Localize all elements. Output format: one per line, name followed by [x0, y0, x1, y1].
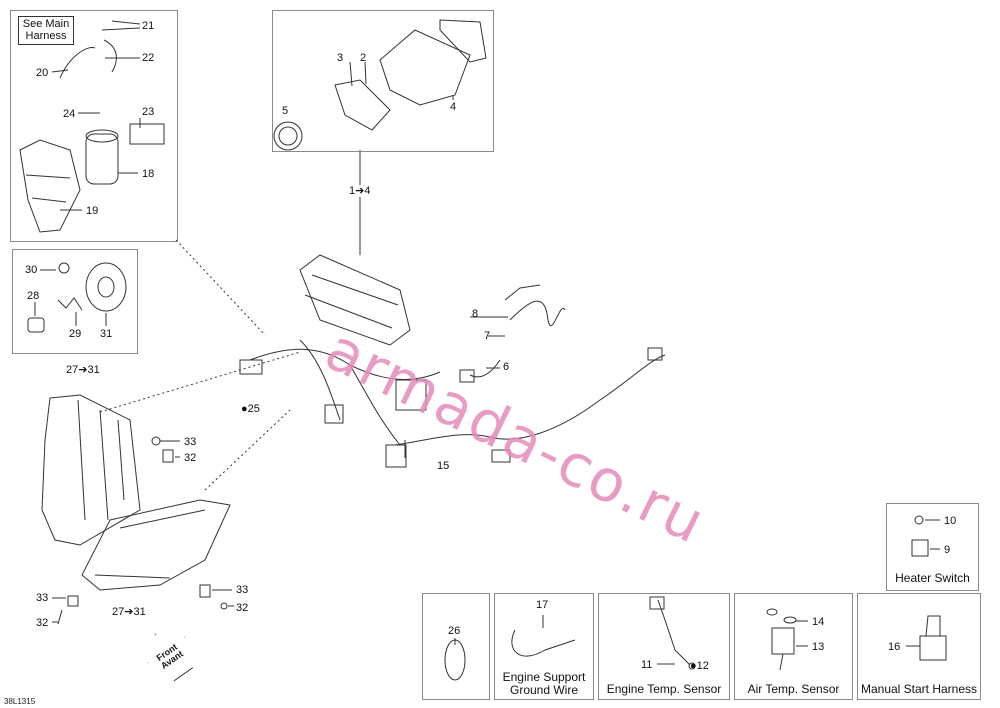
callout-26: 26 [448, 625, 461, 637]
see-main-harness-note: See Main Harness [18, 16, 74, 45]
callout-11: 11 [641, 659, 653, 671]
manual-start-caption: Manual Start Harness [860, 682, 978, 696]
callout-31: 31 [100, 328, 113, 340]
document-code: 38L1315 [4, 697, 36, 706]
callout-12-number: 12 [696, 660, 709, 672]
callout-27-31-bottom: 27➔31 [112, 606, 146, 618]
callout-7: 7 [484, 330, 491, 342]
callout-12: ●12 [690, 660, 709, 672]
callout-3: 3 [337, 52, 344, 64]
callout-25: ●25 [241, 403, 260, 415]
callout-18: 18 [142, 168, 155, 180]
bottom-box-engine-temp [598, 593, 730, 700]
callout-6: 6 [503, 361, 510, 373]
callout-33-c: 33 [36, 592, 49, 604]
callout-17: 17 [536, 599, 549, 611]
air-temp-caption: Air Temp. Sensor [747, 682, 840, 696]
callout-32-c: 32 [36, 617, 49, 629]
gauge-box [272, 10, 494, 152]
callout-33-a: 33 [184, 436, 197, 448]
top-left-box [10, 10, 178, 242]
heater-switch-caption: Heater Switch [895, 571, 970, 585]
callout-28: 28 [27, 290, 40, 302]
callout-25-number: 25 [247, 403, 260, 415]
engine-temp-caption: Engine Temp. Sensor [606, 682, 722, 696]
callout-23: 23 [142, 106, 155, 118]
heater-switch-box [886, 503, 979, 591]
callout-20: 20 [36, 67, 49, 79]
bottom-box-26 [422, 593, 490, 700]
callout-5: 5 [282, 105, 289, 117]
callout-9: 9 [944, 544, 951, 556]
callout-27-31-top: 27➔31 [66, 364, 100, 376]
drop-icon: ● [690, 660, 697, 672]
callout-8: 8 [472, 308, 479, 320]
callout-29: 29 [69, 328, 82, 340]
callout-1-4: 1➔4 [349, 185, 371, 197]
callout-16: 16 [888, 641, 901, 653]
drop-icon: ● [241, 403, 248, 415]
ground-wire-caption-line2: Ground Wire [509, 683, 579, 697]
callout-13: 13 [812, 641, 825, 653]
callout-14: 14 [812, 616, 825, 628]
callout-21: 21 [142, 20, 155, 32]
callout-24: 24 [63, 108, 76, 120]
callout-4: 4 [450, 101, 457, 113]
callout-2: 2 [360, 52, 367, 64]
callout-10: 10 [944, 515, 957, 527]
callout-32-b: 32 [236, 602, 249, 614]
callout-19: 19 [86, 205, 99, 217]
bottom-box-ground-wire [494, 593, 594, 700]
callout-22: 22 [142, 52, 155, 64]
callout-30: 30 [25, 264, 38, 276]
bottom-box-air-temp [734, 593, 853, 700]
ground-wire-caption-line1: Engine Support [502, 670, 586, 684]
callout-32-a: 32 [184, 452, 197, 464]
headlight-bulb-box [12, 249, 138, 354]
callout-33-b: 33 [236, 584, 249, 596]
bottom-box-manual-start [857, 593, 981, 700]
callout-15: 15 [437, 460, 450, 472]
